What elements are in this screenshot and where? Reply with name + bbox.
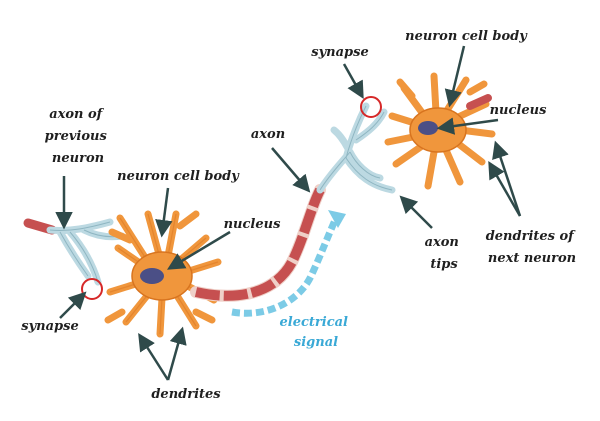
right-neuron-cell-body xyxy=(384,72,496,190)
label-left-nucleus: nucleus xyxy=(224,217,281,232)
left-nucleus xyxy=(140,268,164,284)
left-synapse-ring xyxy=(81,278,103,300)
label-line: tips xyxy=(430,257,458,272)
right-synapse-ring xyxy=(360,96,382,118)
label-right-nucleus: nucleus xyxy=(490,103,547,118)
label-dendrites-of-next-neuron: dendrites of next neuron xyxy=(486,229,579,266)
label-line: previous xyxy=(45,129,108,144)
label-axon-tips: axon tips xyxy=(425,235,464,272)
label-axon: axon xyxy=(251,127,285,142)
leader-lines xyxy=(55,45,522,381)
label-dendrites: dendrites xyxy=(151,387,221,402)
label-axon-of-previous-neuron: axon of previous neuron xyxy=(45,107,112,166)
label-line: axon of xyxy=(49,107,104,122)
previous-axon xyxy=(23,218,126,286)
label-line: signal xyxy=(294,335,338,350)
right-nucleus xyxy=(418,121,438,135)
label-line: axon xyxy=(425,235,459,250)
axon xyxy=(190,184,326,302)
label-line: neuron xyxy=(52,151,104,166)
label-electrical-signal: electrical signal xyxy=(280,315,353,350)
label-left-synapse: synapse xyxy=(21,319,78,334)
axon-terminals xyxy=(316,102,396,194)
label-line: dendrites of xyxy=(486,229,576,244)
label-line: next neuron xyxy=(488,251,576,266)
label-line: electrical xyxy=(280,315,349,330)
label-left-neuron-cell-body: neuron cell body xyxy=(117,169,240,184)
electrical-signal-arrow xyxy=(231,210,346,317)
label-right-neuron-cell-body: neuron cell body xyxy=(405,29,528,44)
label-right-synapse: synapse xyxy=(311,45,368,60)
